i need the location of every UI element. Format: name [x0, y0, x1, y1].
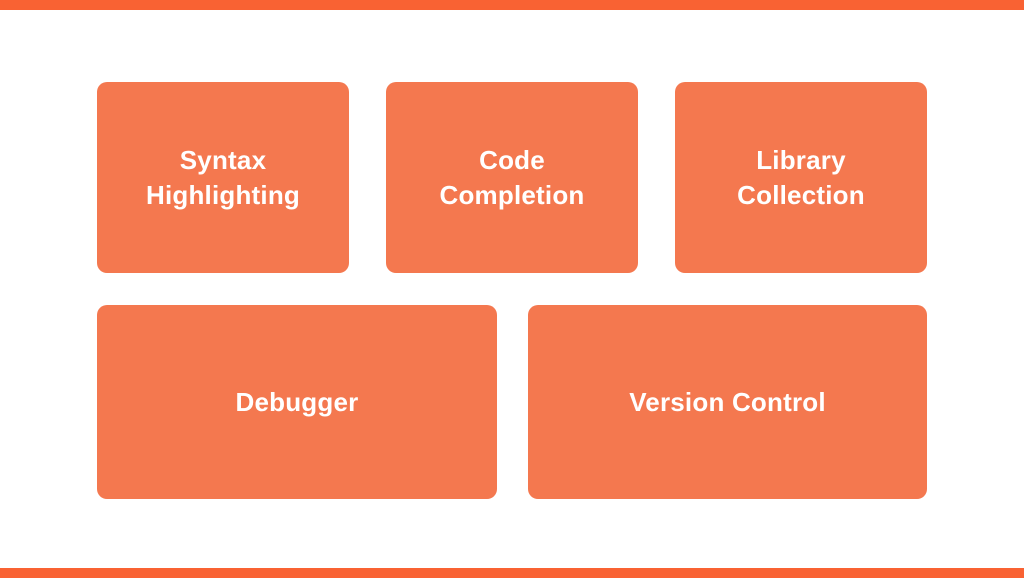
feature-card-label: Debugger [235, 386, 359, 417]
feature-card-label: Library Collection [737, 144, 865, 210]
feature-card-syntax-highlighting[interactable]: Syntax Highlighting [97, 82, 349, 273]
feature-card-code-completion[interactable]: Code Completion [386, 82, 638, 273]
bottom-accent-bar [0, 568, 1024, 578]
feature-card-debugger[interactable]: Debugger [97, 305, 497, 499]
feature-card-version-control[interactable]: Version Control [527, 305, 927, 499]
top-accent-bar [0, 0, 1024, 10]
feature-card-label: Version Control [629, 386, 826, 417]
feature-card-library-collection[interactable]: Library Collection [675, 82, 927, 273]
feature-card-label: Syntax Highlighting [145, 144, 301, 210]
feature-card-label: Code Completion [439, 144, 585, 210]
feature-row-1: Syntax Highlighting Code Completion Libr… [97, 82, 927, 273]
feature-card-grid: Syntax Highlighting Code Completion Libr… [97, 82, 927, 499]
feature-row-2: Debugger Version Control [97, 305, 927, 499]
